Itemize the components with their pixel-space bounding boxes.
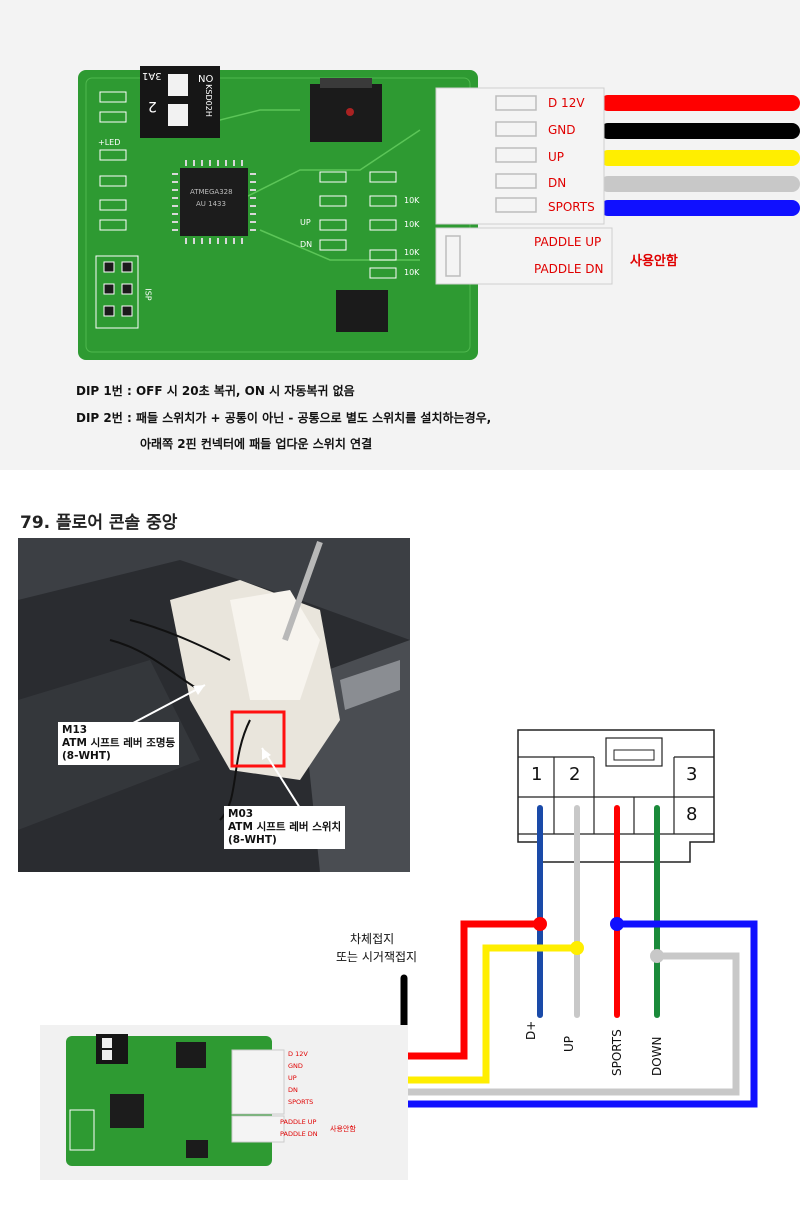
top-board-illustration bbox=[78, 66, 800, 360]
bottom-unused-label: 사용안함 bbox=[330, 1125, 356, 1133]
mcu-chip bbox=[180, 168, 248, 236]
top-paddle-up: PADDLE UP bbox=[534, 235, 602, 249]
pin-number-8: 8 bbox=[686, 804, 698, 825]
wire-sports bbox=[600, 200, 800, 216]
harness-sports bbox=[318, 920, 758, 1108]
top-pin-gnd: GND bbox=[548, 123, 576, 137]
harness-dn bbox=[318, 952, 740, 1096]
silk-10k-d: 10K bbox=[404, 268, 420, 277]
wire-dn bbox=[600, 176, 800, 192]
silk-10k-c: 10K bbox=[404, 248, 420, 257]
silk-10k-b: 10K bbox=[404, 220, 420, 229]
connector-outline bbox=[517, 729, 715, 863]
pin-number-3: 3 bbox=[686, 764, 698, 785]
wire-up bbox=[600, 150, 800, 166]
silk-up: UP bbox=[300, 218, 311, 227]
bottom-paddle-up: PADDLE UP bbox=[280, 1118, 317, 1126]
chip-label-1: ATMEGA328 bbox=[190, 188, 233, 196]
ground-note-1: 차체접지 bbox=[350, 932, 395, 946]
top-paddle-dn: PADDLE DN bbox=[534, 262, 604, 276]
silk-dn: DN bbox=[300, 240, 313, 249]
top-unused-label: 사용안함 bbox=[630, 254, 678, 269]
ground-note-2: 또는 시거잭접지 bbox=[336, 950, 418, 964]
paddle-connector bbox=[435, 227, 613, 285]
top-pin-up: UP bbox=[548, 150, 565, 164]
dip-note-3: 아래쪽 2핀 컨넥터에 패들 업다운 스위치 연결 bbox=[140, 437, 373, 451]
bottom-pcb bbox=[66, 1036, 272, 1166]
bottom-pin-sports: SPORTS bbox=[288, 1098, 314, 1106]
top-pin-dn: DN bbox=[548, 176, 567, 190]
top-pin-d12v: D 12V bbox=[548, 96, 585, 110]
bottom-paddle-dn: PADDLE DN bbox=[280, 1130, 318, 1138]
dip-note-1: DIP 1번 : OFF 시 20초 복귀, ON 시 자동복귀 없음 bbox=[76, 384, 355, 398]
bottom-pin-gnd: GND bbox=[288, 1062, 303, 1070]
silk-10k-a: 10K bbox=[404, 196, 420, 205]
section-title: 79. 플로어 콘솔 중앙 bbox=[20, 513, 178, 533]
bottom-pin-dn: DN bbox=[288, 1086, 298, 1094]
silk-led: +LED bbox=[98, 138, 121, 147]
wire-label-down: DOWN bbox=[650, 1036, 664, 1076]
wire-d12v bbox=[600, 95, 800, 111]
callout-m13: M13 ATM 시프트 레버 조명등 (8-WHT) bbox=[58, 722, 180, 765]
wire-label-up: UP bbox=[562, 1035, 576, 1052]
regulator bbox=[310, 84, 382, 142]
pcb-board bbox=[78, 66, 613, 360]
wire-label-dplus: D+ bbox=[524, 1020, 538, 1040]
top-pin-sports: SPORTS bbox=[548, 200, 595, 214]
pin-number-2: 2 bbox=[569, 764, 581, 785]
wire-label-sports: SPORTS bbox=[610, 1029, 624, 1076]
bottom-pin-up: UP bbox=[288, 1074, 297, 1082]
highlight-box bbox=[230, 710, 286, 768]
chip-label-2: AU 1433 bbox=[196, 200, 226, 208]
callout-m03: M03 ATM 시프트 레버 스위치 (8-WHT) bbox=[224, 806, 346, 849]
dip-note-2: DIP 2번 : 패들 스위치가 + 공통이 아닌 - 공통으로 별도 스위치를… bbox=[76, 411, 492, 425]
wire-gnd bbox=[600, 123, 800, 139]
pin-number-1: 1 bbox=[531, 764, 543, 785]
bottom-pin-d12v: D 12V bbox=[288, 1050, 308, 1058]
